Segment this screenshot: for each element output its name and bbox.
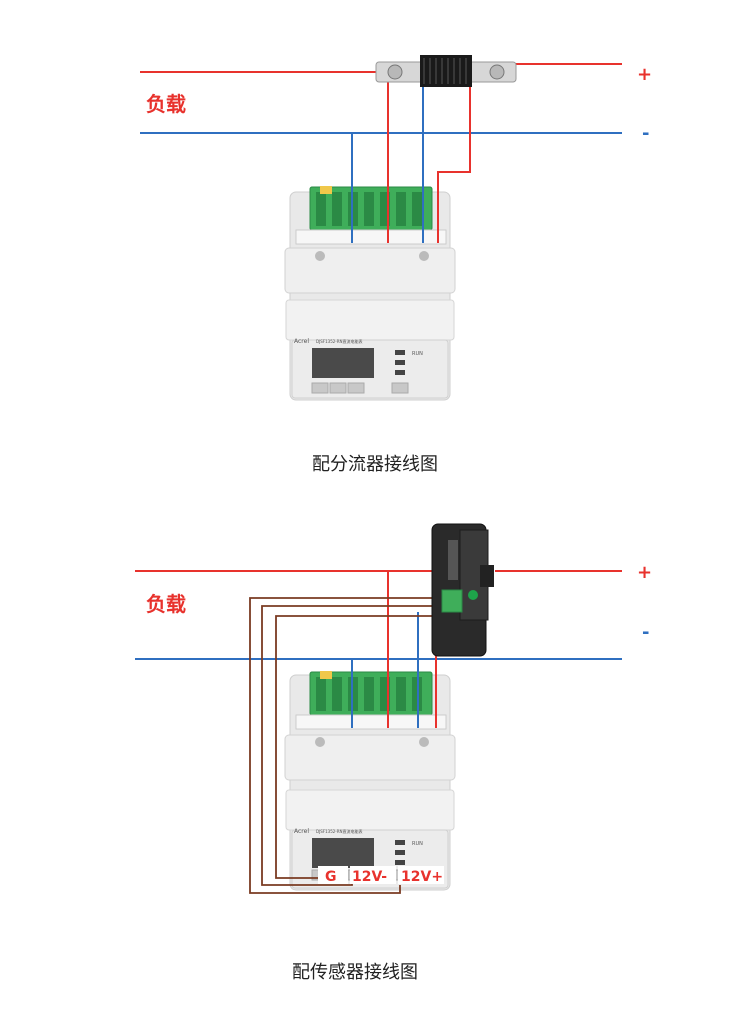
terminal-g-label: G xyxy=(325,869,337,885)
meter-1: Acrel DJSF1352-RN直流电能表 RUN xyxy=(284,186,456,401)
meter-2: Acrel DJSF1352-RN直流电能表 RUN xyxy=(284,671,456,891)
load-label-2: 负载 xyxy=(146,592,186,616)
meter-model-2: DJSF1352-RN直流电能表 xyxy=(316,828,363,834)
plus-label-1: + xyxy=(637,64,652,85)
shunt-icon xyxy=(375,55,517,87)
caption-2: 配传感器接线图 xyxy=(292,962,418,983)
minus-label-1: - xyxy=(642,123,649,144)
hall-sensor-icon xyxy=(431,523,494,657)
run-indicator-2: RUN xyxy=(412,841,423,847)
terminal-12v-plus-label: 12V+ xyxy=(401,869,443,885)
run-indicator-1: RUN xyxy=(412,351,423,357)
meter-brand-2: Acrel xyxy=(294,828,309,835)
meter-display-1 xyxy=(312,348,374,378)
diagram-shunt: Acrel DJSF1352-RN直流电能表 RUN xyxy=(140,55,652,475)
meter-brand-1: Acrel xyxy=(294,338,309,345)
terminal-12v-minus-label: 12V- xyxy=(352,869,387,885)
diagram-sensor: Acrel DJSF1352-RN直流电能表 RUN xyxy=(135,523,652,983)
plus-label-2: + xyxy=(637,562,652,583)
minus-label-2: - xyxy=(642,622,649,643)
meter-display-2 xyxy=(312,838,374,868)
wires-1 xyxy=(140,63,622,243)
caption-1: 配分流器接线图 xyxy=(312,454,438,475)
sensor-terminal-labels: G 12V- 12V+ xyxy=(318,866,444,885)
meter-model-1: DJSF1352-RN直流电能表 xyxy=(316,338,363,344)
load-label-1: 负载 xyxy=(146,92,186,116)
